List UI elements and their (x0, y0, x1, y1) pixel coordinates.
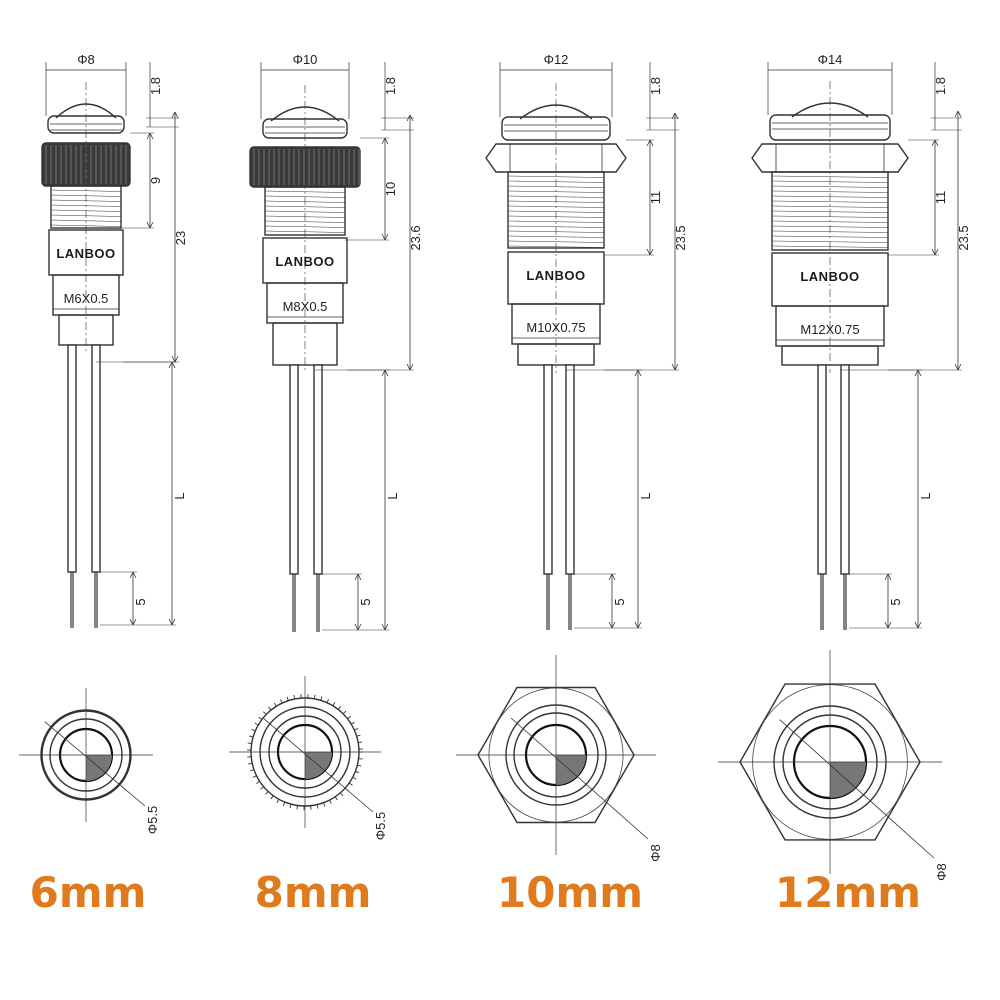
diameter-leader (510, 717, 649, 840)
body-length-text: 23.6 (408, 225, 423, 250)
hex-nut (751, 143, 909, 173)
head-diameter-text: Φ10 (293, 52, 318, 67)
cap-height-text: 1.8 (648, 77, 663, 95)
top-view-10mm: Φ8 (456, 655, 663, 862)
lead-length-text: L (638, 492, 653, 499)
lead-wire (91, 344, 101, 573)
tip-length-text: 5 (888, 598, 903, 605)
thread-length-text: 10 (383, 182, 398, 196)
cap-height-text: 1.8 (933, 77, 948, 95)
lead-length-text: L (918, 492, 933, 499)
body-length-text: 23.5 (956, 225, 971, 250)
thread-length-text: 9 (148, 177, 163, 184)
tip-length-text: 5 (358, 598, 373, 605)
lead-wire (817, 364, 827, 575)
thread-length-text: 11 (933, 191, 948, 205)
diameter-leader (779, 719, 935, 859)
head-diameter-text: Φ14 (818, 52, 843, 67)
lead-wire (565, 364, 575, 575)
diameter-leader (44, 721, 146, 807)
lead-wire (840, 364, 850, 575)
top-view-8mm: Φ5.5 (229, 676, 388, 840)
head-diameter-text: Φ8 (77, 52, 95, 67)
lens-diameter-text: Φ8 (934, 863, 949, 881)
lens-shading (556, 755, 586, 785)
body-length-text: 23 (173, 231, 188, 245)
size-label-6mm: 6mm (29, 868, 147, 917)
lead-wire (313, 364, 323, 575)
cap-height-text: 1.8 (148, 77, 163, 95)
top-view-12mm: Φ8 (718, 650, 949, 881)
lens-shading (830, 762, 866, 798)
diameter-leader (262, 717, 374, 813)
thread-spec-text: M8X0.5 (283, 299, 328, 314)
lens-diameter-text: Φ5.5 (145, 806, 160, 834)
lens-diameter-text: Φ5.5 (373, 812, 388, 840)
tip-length-text: 5 (612, 598, 627, 605)
lead-length-text: L (385, 492, 400, 499)
lead-length-text: L (172, 492, 187, 499)
size-label-8mm: 8mm (254, 868, 372, 917)
body-length-text: 23.5 (673, 225, 688, 250)
thread-length-text: 11 (648, 191, 663, 205)
top-view-6mm: Φ5.5 (19, 688, 160, 834)
size-label-12mm: 12mm (775, 868, 921, 917)
lead-wire (289, 364, 299, 575)
lead-wire (543, 364, 553, 575)
lens-diameter-text: Φ8 (648, 844, 663, 862)
lens-shading (86, 755, 112, 781)
cap-height-text: 1.8 (383, 77, 398, 95)
thread-spec-text: M12X0.75 (800, 322, 859, 337)
head-diameter-text: Φ12 (544, 52, 569, 67)
lead-wire (67, 344, 77, 573)
size-label-10mm: 10mm (497, 868, 643, 917)
hex-nut (485, 143, 627, 173)
tip-length-text: 5 (133, 598, 148, 605)
thread-spec-text: M6X0.5 (64, 291, 109, 306)
